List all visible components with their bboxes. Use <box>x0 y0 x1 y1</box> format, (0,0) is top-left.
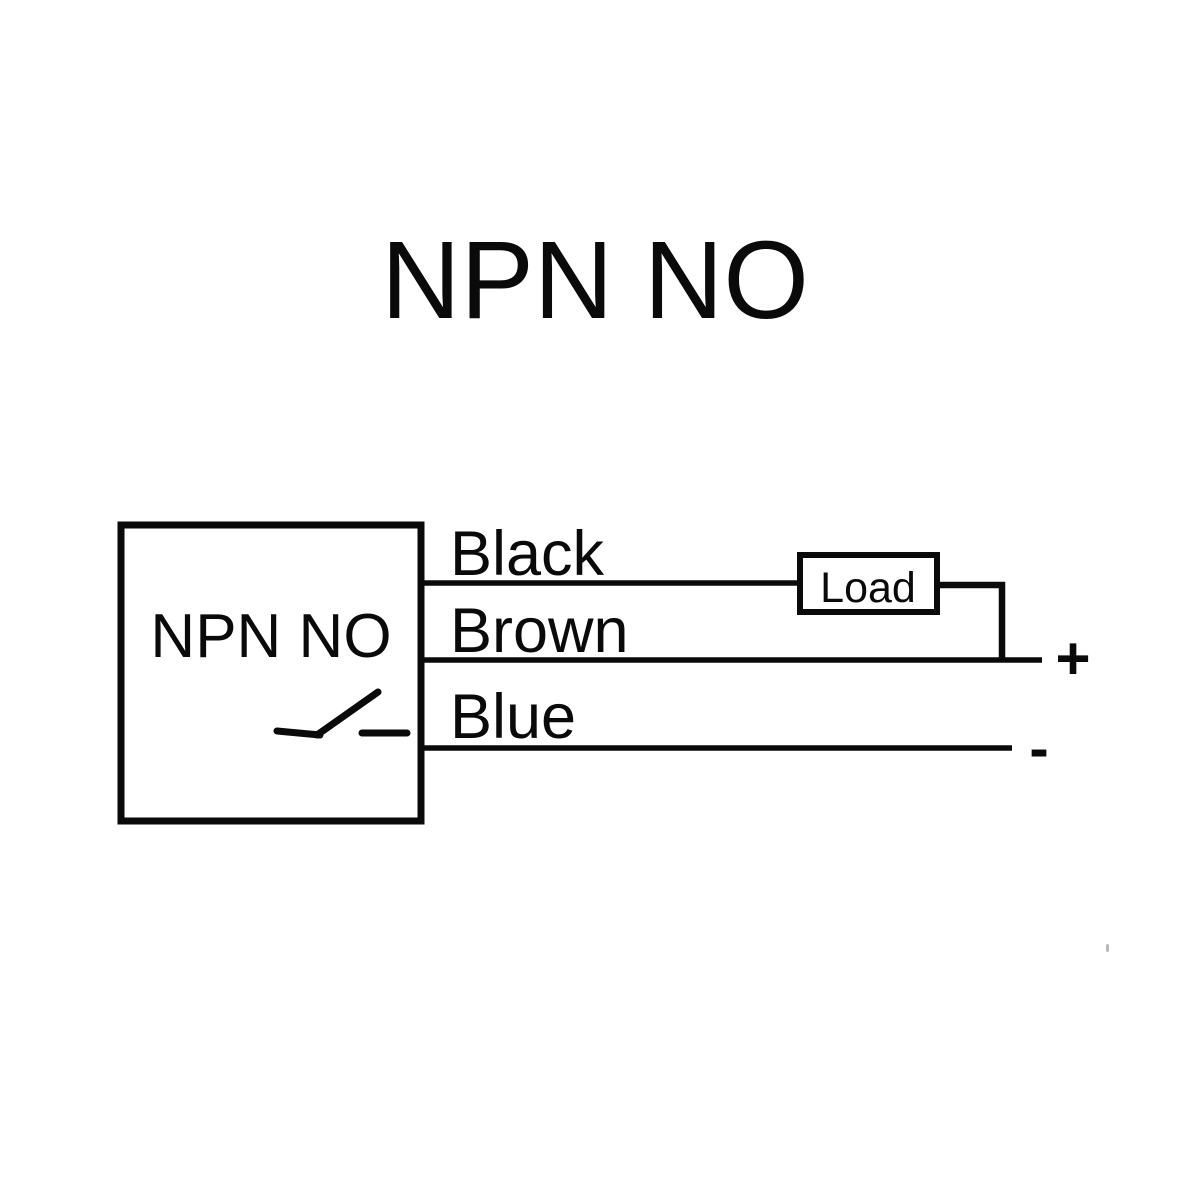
stray-mark <box>1106 944 1109 952</box>
load-box <box>797 552 940 615</box>
sensor-box-label: NPN NO <box>150 602 391 671</box>
brown-wire-label: Brown <box>450 596 629 666</box>
diagram-title: NPN NO <box>381 219 809 342</box>
blue-wire-label: Blue <box>450 682 576 752</box>
black-wire-label: Black <box>450 519 605 589</box>
switch-icon <box>273 688 411 739</box>
negative-terminal: - <box>1029 716 1048 781</box>
load-label: Load <box>820 564 916 612</box>
positive-terminal: + <box>1055 625 1090 692</box>
load-connector <box>937 581 1006 660</box>
sensor-box <box>117 521 425 825</box>
